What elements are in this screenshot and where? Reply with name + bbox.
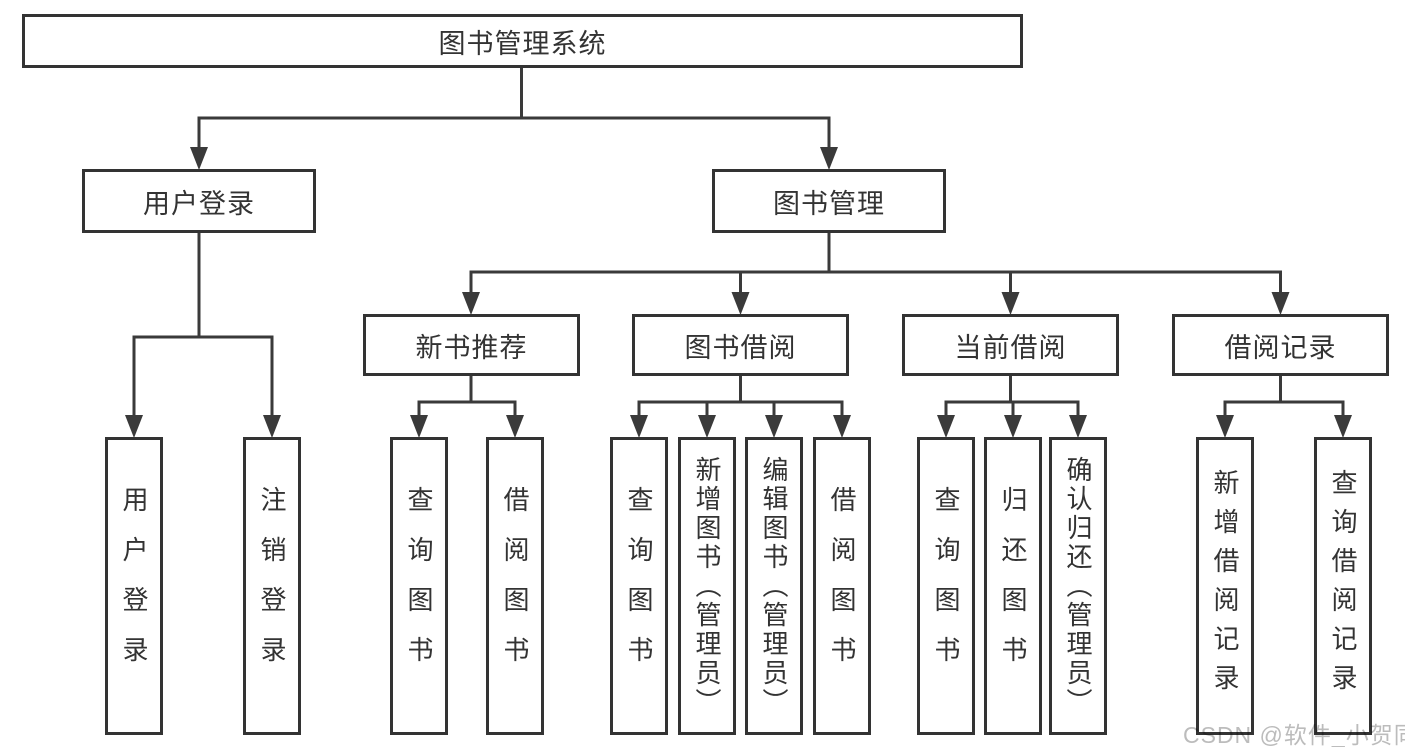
- arrow-down-icon: [820, 147, 838, 170]
- leaf-query-borrow-record-label: 查询借阅记录: [1328, 469, 1358, 703]
- leaf-borrow-books-2-label: 借阅图书: [827, 486, 857, 686]
- node-book-borrow-label: 图书借阅: [684, 332, 797, 363]
- leaf-confirm-return-admin-label: 确认归还（管理员）: [1063, 455, 1093, 717]
- node-book-management-label: 图书管理: [773, 188, 885, 219]
- leaf-confirm-return-admin: 确认归还（管理员）: [1049, 437, 1107, 735]
- node-user-login: 用户登录: [82, 169, 316, 233]
- arrow-down-icon: [630, 415, 648, 438]
- leaf-logout-label: 注销登录: [257, 486, 287, 686]
- arrow-down-icon: [1271, 292, 1290, 315]
- leaf-add-borrow-record-label: 新增借阅记录: [1210, 469, 1240, 703]
- node-user-login-label: 用户登录: [143, 188, 255, 219]
- node-borrow-records: 借阅记录: [1172, 314, 1389, 376]
- arrow-down-icon: [731, 292, 750, 315]
- leaf-add-books-admin-label: 新增图书（管理员）: [692, 455, 722, 717]
- arrow-down-icon: [125, 415, 143, 438]
- leaf-edit-books-admin-label: 编辑图书（管理员）: [759, 455, 789, 717]
- node-new-book-recommend-label: 新书推荐: [415, 332, 528, 363]
- arrow-down-icon: [506, 415, 524, 438]
- leaf-add-books-admin: 新增图书（管理员）: [678, 437, 736, 735]
- arrow-down-icon: [263, 415, 281, 438]
- leaf-return-books-label: 归还图书: [998, 486, 1028, 686]
- leaf-query-books-2: 查询图书: [610, 437, 668, 735]
- arrow-down-icon: [1334, 415, 1352, 438]
- leaf-query-books-3-label: 查询图书: [931, 486, 961, 686]
- leaf-query-books-3: 查询图书: [917, 437, 975, 735]
- leaf-user-login: 用户登录: [105, 437, 163, 735]
- leaf-return-books: 归还图书: [984, 437, 1042, 735]
- node-current-borrow: 当前借阅: [902, 314, 1119, 376]
- arrow-down-icon: [1004, 415, 1022, 438]
- leaf-borrow-books-1-label: 借阅图书: [500, 486, 530, 686]
- leaf-edit-books-admin: 编辑图书（管理员）: [745, 437, 803, 735]
- leaf-query-books-2-label: 查询图书: [624, 486, 654, 686]
- leaf-add-borrow-record: 新增借阅记录: [1196, 437, 1254, 735]
- leaf-logout: 注销登录: [243, 437, 301, 735]
- leaf-query-books-1-label: 查询图书: [404, 486, 434, 686]
- arrow-down-icon: [765, 415, 783, 438]
- leaf-query-books-1: 查询图书: [390, 437, 448, 735]
- arrow-down-icon: [190, 147, 208, 170]
- leaf-borrow-books-2: 借阅图书: [813, 437, 871, 735]
- arrow-down-icon: [1069, 415, 1087, 438]
- node-borrow-records-label: 借阅记录: [1224, 332, 1337, 363]
- arrow-down-icon: [698, 415, 716, 438]
- leaf-query-borrow-record: 查询借阅记录: [1314, 437, 1372, 735]
- watermark: CSDN @软件_小贺同学: [1183, 722, 1405, 747]
- arrow-down-icon: [410, 415, 428, 438]
- node-current-borrow-label: 当前借阅: [954, 332, 1067, 363]
- leaf-user-login-label: 用户登录: [119, 486, 149, 686]
- node-book-borrow: 图书借阅: [632, 314, 849, 376]
- arrow-down-icon: [1001, 292, 1020, 315]
- leaf-borrow-books-1: 借阅图书: [486, 437, 544, 735]
- arrow-down-icon: [833, 415, 851, 438]
- node-root-label: 图书管理系统: [438, 28, 607, 59]
- node-root: 图书管理系统: [22, 14, 1023, 68]
- arrow-down-icon: [462, 292, 480, 315]
- arrow-down-icon: [1216, 415, 1234, 438]
- node-new-book-recommend: 新书推荐: [363, 314, 580, 376]
- arrow-down-icon: [937, 415, 955, 438]
- node-book-management: 图书管理: [712, 169, 946, 233]
